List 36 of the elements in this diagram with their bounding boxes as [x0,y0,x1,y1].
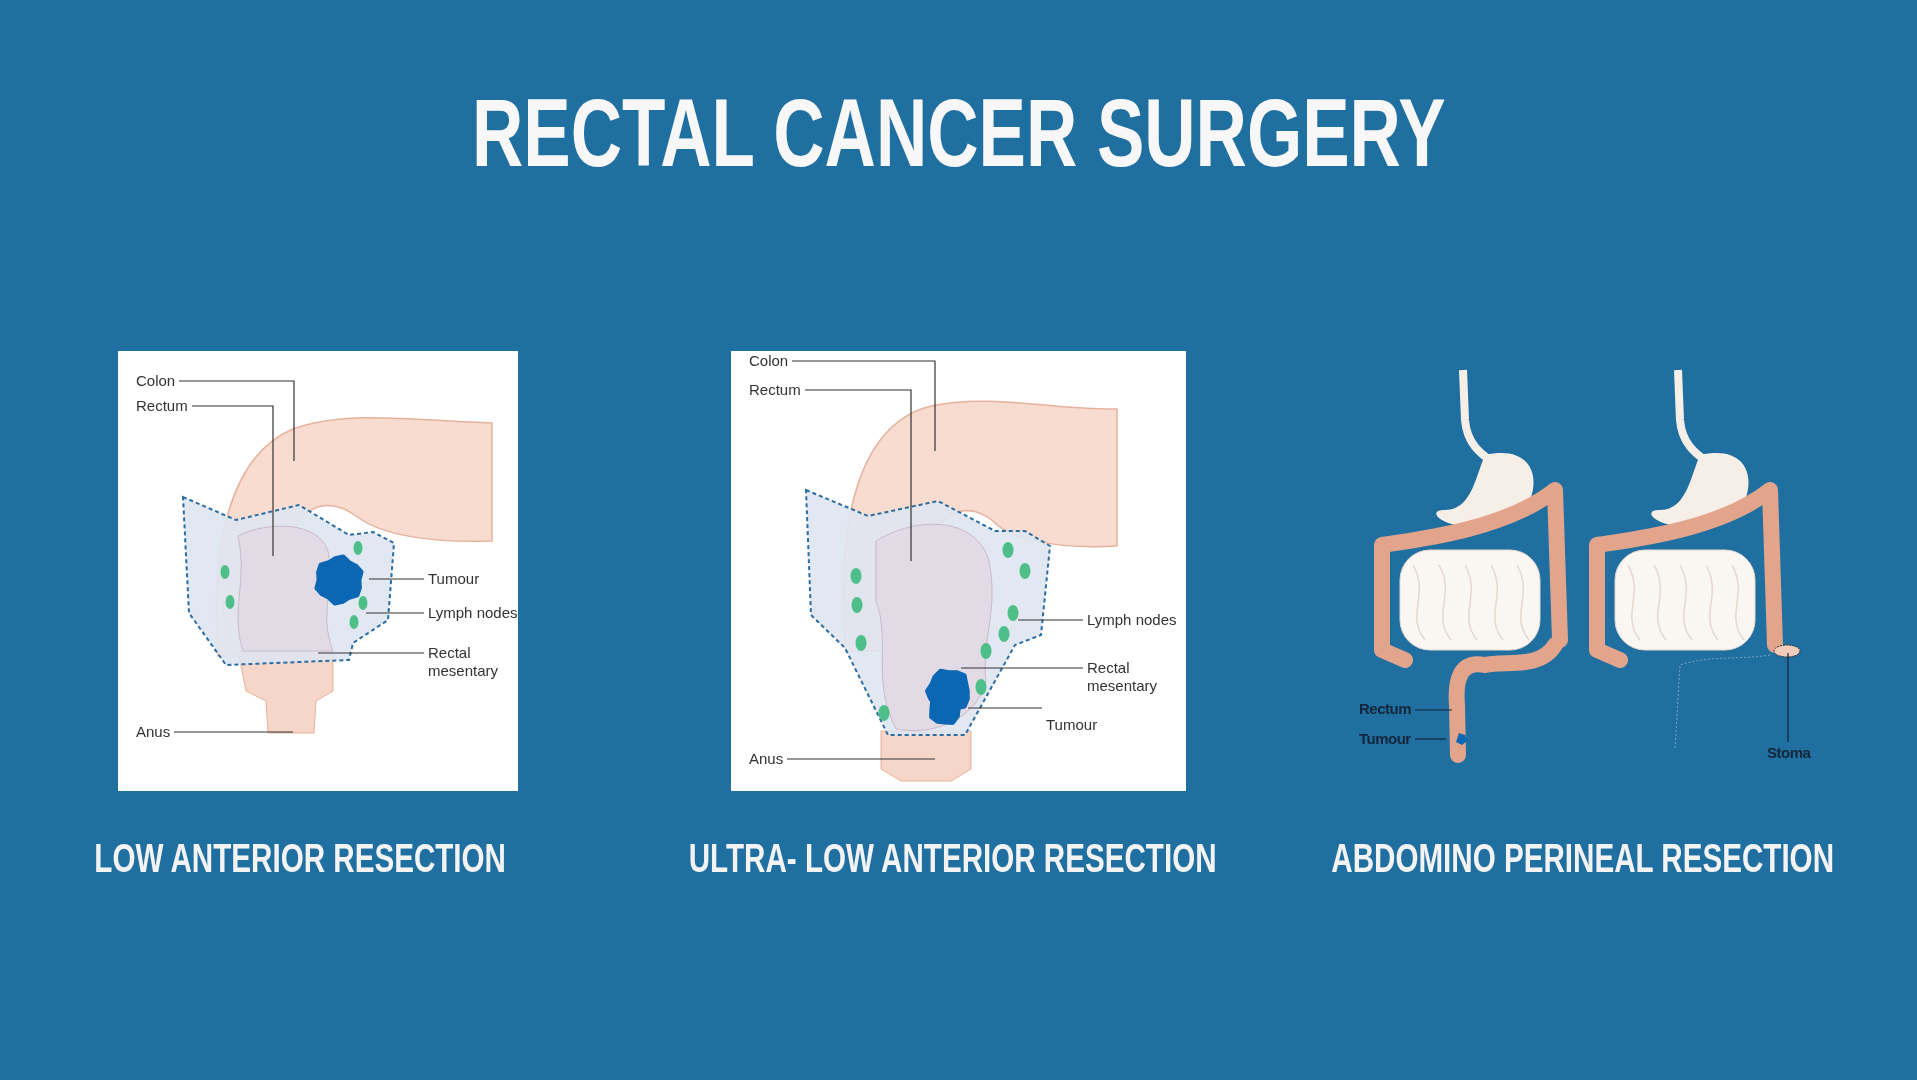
part-label: Rectal mesentary [1087,659,1177,695]
part-label: Tumour [1046,716,1098,734]
leader-line [786,758,936,760]
illustration-panel [731,351,1186,791]
leader-line [960,667,1084,669]
part-label: Lymph nodes [428,604,518,622]
leader-line [1414,709,1453,711]
panel-caption: ABDOMINO PERINEAL RESECTION [1330,835,1834,881]
part-label: Anus [136,723,171,741]
part-label: Tumour [428,570,480,588]
leader-line [365,612,425,614]
part-label: Rectum [1359,700,1411,718]
panel-caption: LOW ANTERIOR RESECTION [94,835,506,881]
leader-line [1414,738,1447,740]
part-label: Colon [749,352,789,370]
title: RECTAL CANCER SURGERY [471,78,1446,188]
leader-line [967,707,1043,709]
part-label: Tumour [1359,730,1411,748]
leader-line [173,731,294,733]
part-label: Stoma [1767,744,1811,762]
part-label: Colon [136,372,176,390]
leader-line [804,389,912,562]
part-label: Lymph nodes [1087,611,1177,629]
part-label: Rectal mesentary [428,644,518,680]
part-label: Rectum [136,397,188,415]
panel-caption: ULTRA- LOW ANTERIOR RESECTION [688,835,1217,881]
illustration-panel [118,351,518,791]
leader-line [1787,652,1789,743]
leader-line [191,405,274,557]
leader-line [178,380,295,462]
leader-line [791,360,936,452]
leader-line [317,652,425,654]
part-label: Anus [749,750,784,768]
leader-line [368,578,425,580]
part-label: Rectum [749,381,801,399]
leader-line [1017,619,1084,621]
